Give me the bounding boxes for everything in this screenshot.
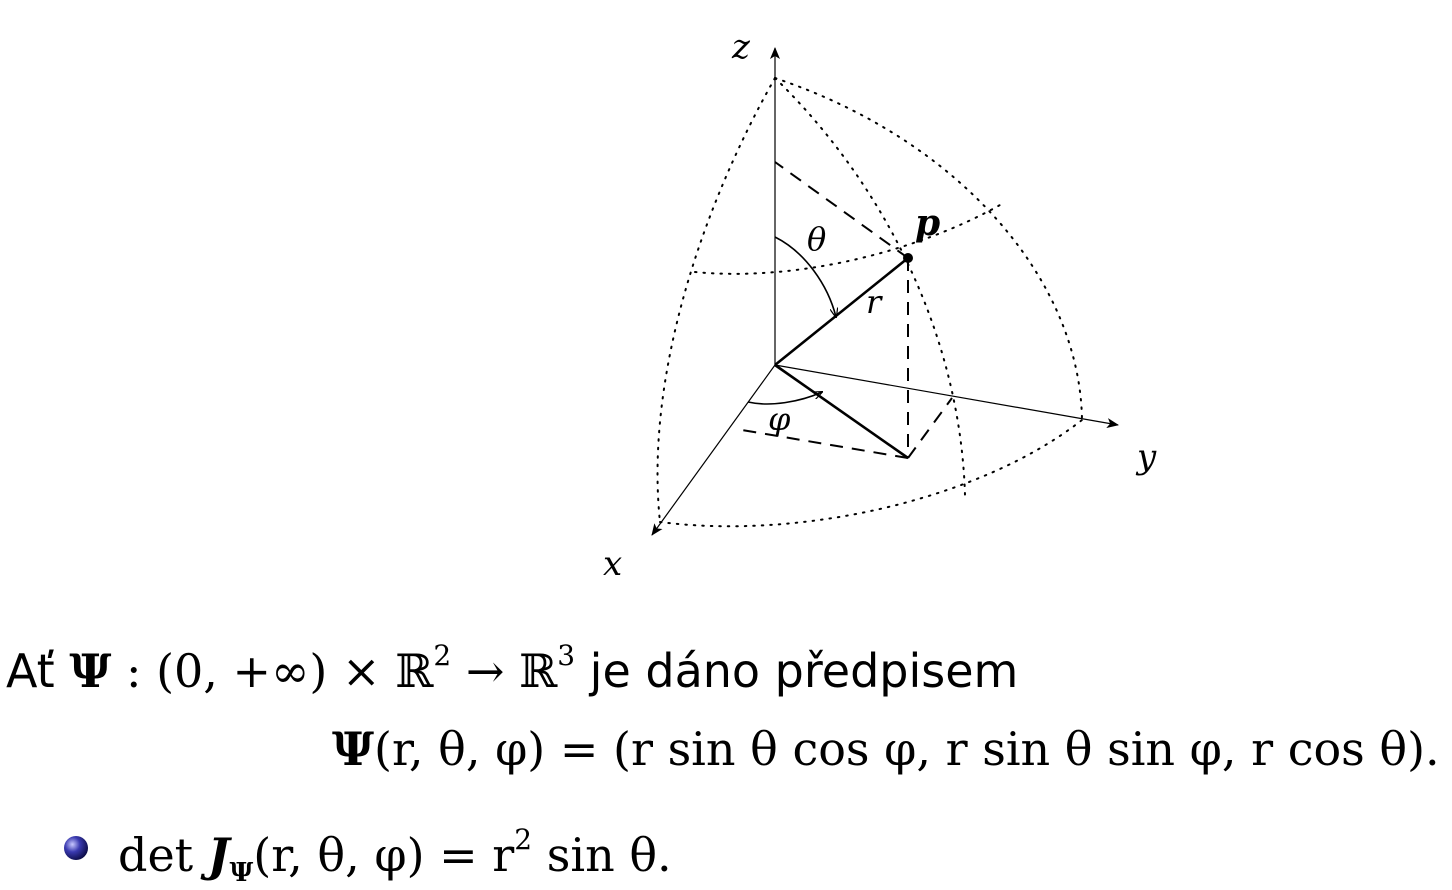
phi-arc	[747, 392, 822, 405]
vectors	[774, 256, 909, 460]
radius-vector	[774, 256, 909, 367]
xy-arc	[659, 419, 1083, 528]
mapping-arrow: → ℝ	[451, 644, 558, 698]
psi-symbol: Ψ	[69, 644, 112, 698]
determinant-tail: sin θ.	[532, 828, 672, 882]
x-axis-label: x	[603, 544, 622, 584]
y-axis-label: y	[1135, 437, 1157, 477]
jacobian-subscript: Ψ	[229, 858, 254, 888]
r-label: r	[866, 283, 883, 321]
point-p-marker	[903, 253, 913, 263]
psi-symbol-formula: Ψ	[332, 722, 375, 776]
z-projection	[774, 161, 909, 259]
r-squared-exponent: 2	[514, 823, 533, 856]
y-axis	[774, 364, 1119, 429]
phi-label: φ	[768, 400, 791, 438]
spherical-coordinates-diagram: z y x p θ r φ	[603, 27, 1157, 584]
radius-projection	[774, 363, 909, 460]
axes	[651, 47, 1119, 536]
determinant-args: (r, θ, φ) = r	[253, 828, 515, 882]
exponent-2: 2	[433, 639, 452, 672]
determinant-line: det JΨ(r, θ, φ) = r2 sin θ.	[118, 823, 672, 888]
projection-lines	[741, 161, 953, 459]
yz-arc	[774, 77, 1083, 421]
bullet-icon	[64, 836, 88, 860]
det-operator: det	[118, 828, 208, 882]
theta-arc	[774, 236, 836, 317]
jacobian-symbol: J	[207, 828, 230, 882]
y-projection	[907, 397, 953, 459]
z-axis-label: z	[731, 27, 751, 67]
definition-line: Ať Ψ : (0, +∞) × ℝ2 → ℝ3 je dáno předpis…	[6, 639, 1018, 695]
formula-line: Ψ(r, θ, φ) = (r sin θ cos φ, r sin θ sin…	[332, 726, 1440, 772]
point-p-label: p	[915, 202, 940, 244]
domain-expression: : (0, +∞) × ℝ	[111, 644, 434, 698]
exponent-3: 3	[557, 639, 576, 672]
latitude-arc	[694, 204, 1001, 275]
x-axis	[651, 364, 776, 536]
at-word: Ať	[6, 644, 55, 698]
formula-body: (r, θ, φ) = (r sin θ cos φ, r sin θ sin …	[374, 722, 1440, 776]
definition-words: je dáno předpisem	[575, 644, 1019, 698]
x-projection	[741, 429, 909, 459]
theta-label: θ	[807, 220, 826, 258]
xz-arc	[656, 77, 776, 523]
